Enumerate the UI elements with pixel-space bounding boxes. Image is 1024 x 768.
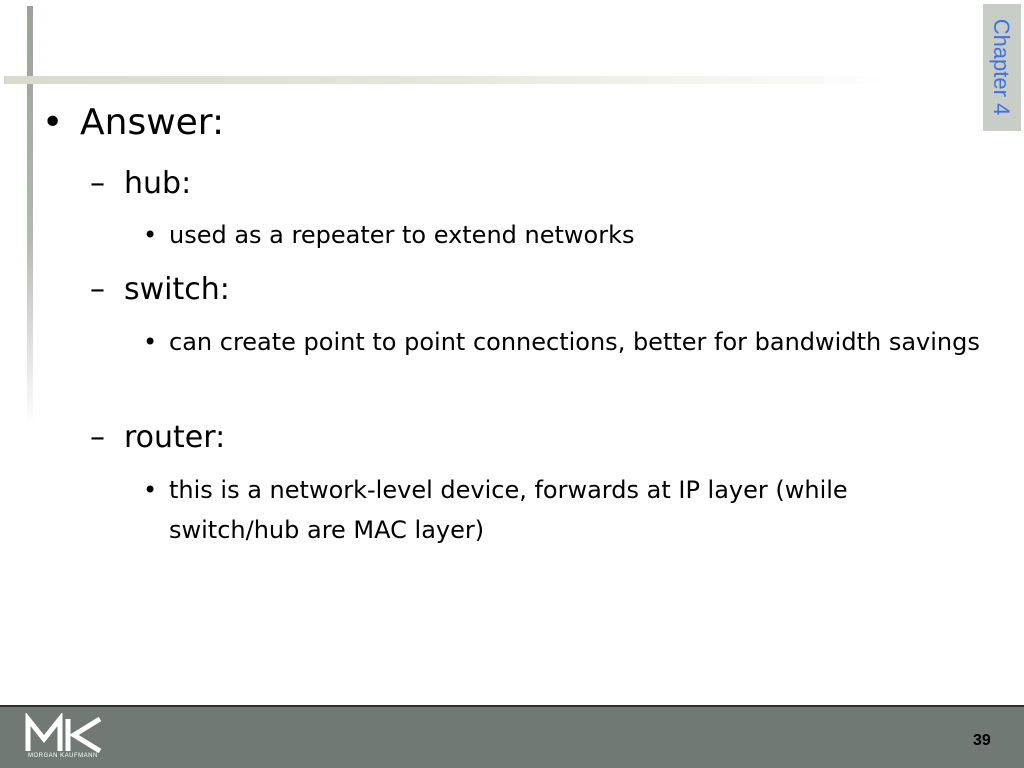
dash-icon: –: [90, 272, 105, 307]
term-router: router:: [124, 420, 226, 455]
detail-hub: used as a repeater to extend networks: [169, 221, 635, 249]
dash-icon: –: [90, 166, 105, 201]
bullet-icon: •: [143, 221, 158, 249]
logo-text: MORGAN KAUFMANN: [28, 753, 98, 759]
chapter-label: Chapter 4: [989, 18, 1014, 116]
answer-heading: Answer:: [80, 102, 225, 143]
term-switch: switch:: [124, 272, 230, 307]
vertical-accent-bar: [27, 6, 33, 426]
bullet-icon: •: [42, 102, 64, 143]
bullet-icon: •: [143, 328, 158, 356]
bullet-icon: •: [143, 476, 158, 504]
dash-icon: –: [90, 420, 105, 455]
horizontal-accent-bar: [4, 76, 904, 84]
detail-switch: can create point to point connections, b…: [169, 328, 980, 356]
chapter-tab: [983, 4, 1021, 131]
footer-divider: [0, 705, 1024, 707]
morgan-kaufmann-logo: [25, 713, 102, 754]
footer-bar: [0, 705, 1024, 768]
page-number: 39: [973, 732, 991, 749]
detail-router: this is a network-level device, forwards…: [169, 476, 848, 544]
term-hub: hub:: [124, 166, 192, 201]
